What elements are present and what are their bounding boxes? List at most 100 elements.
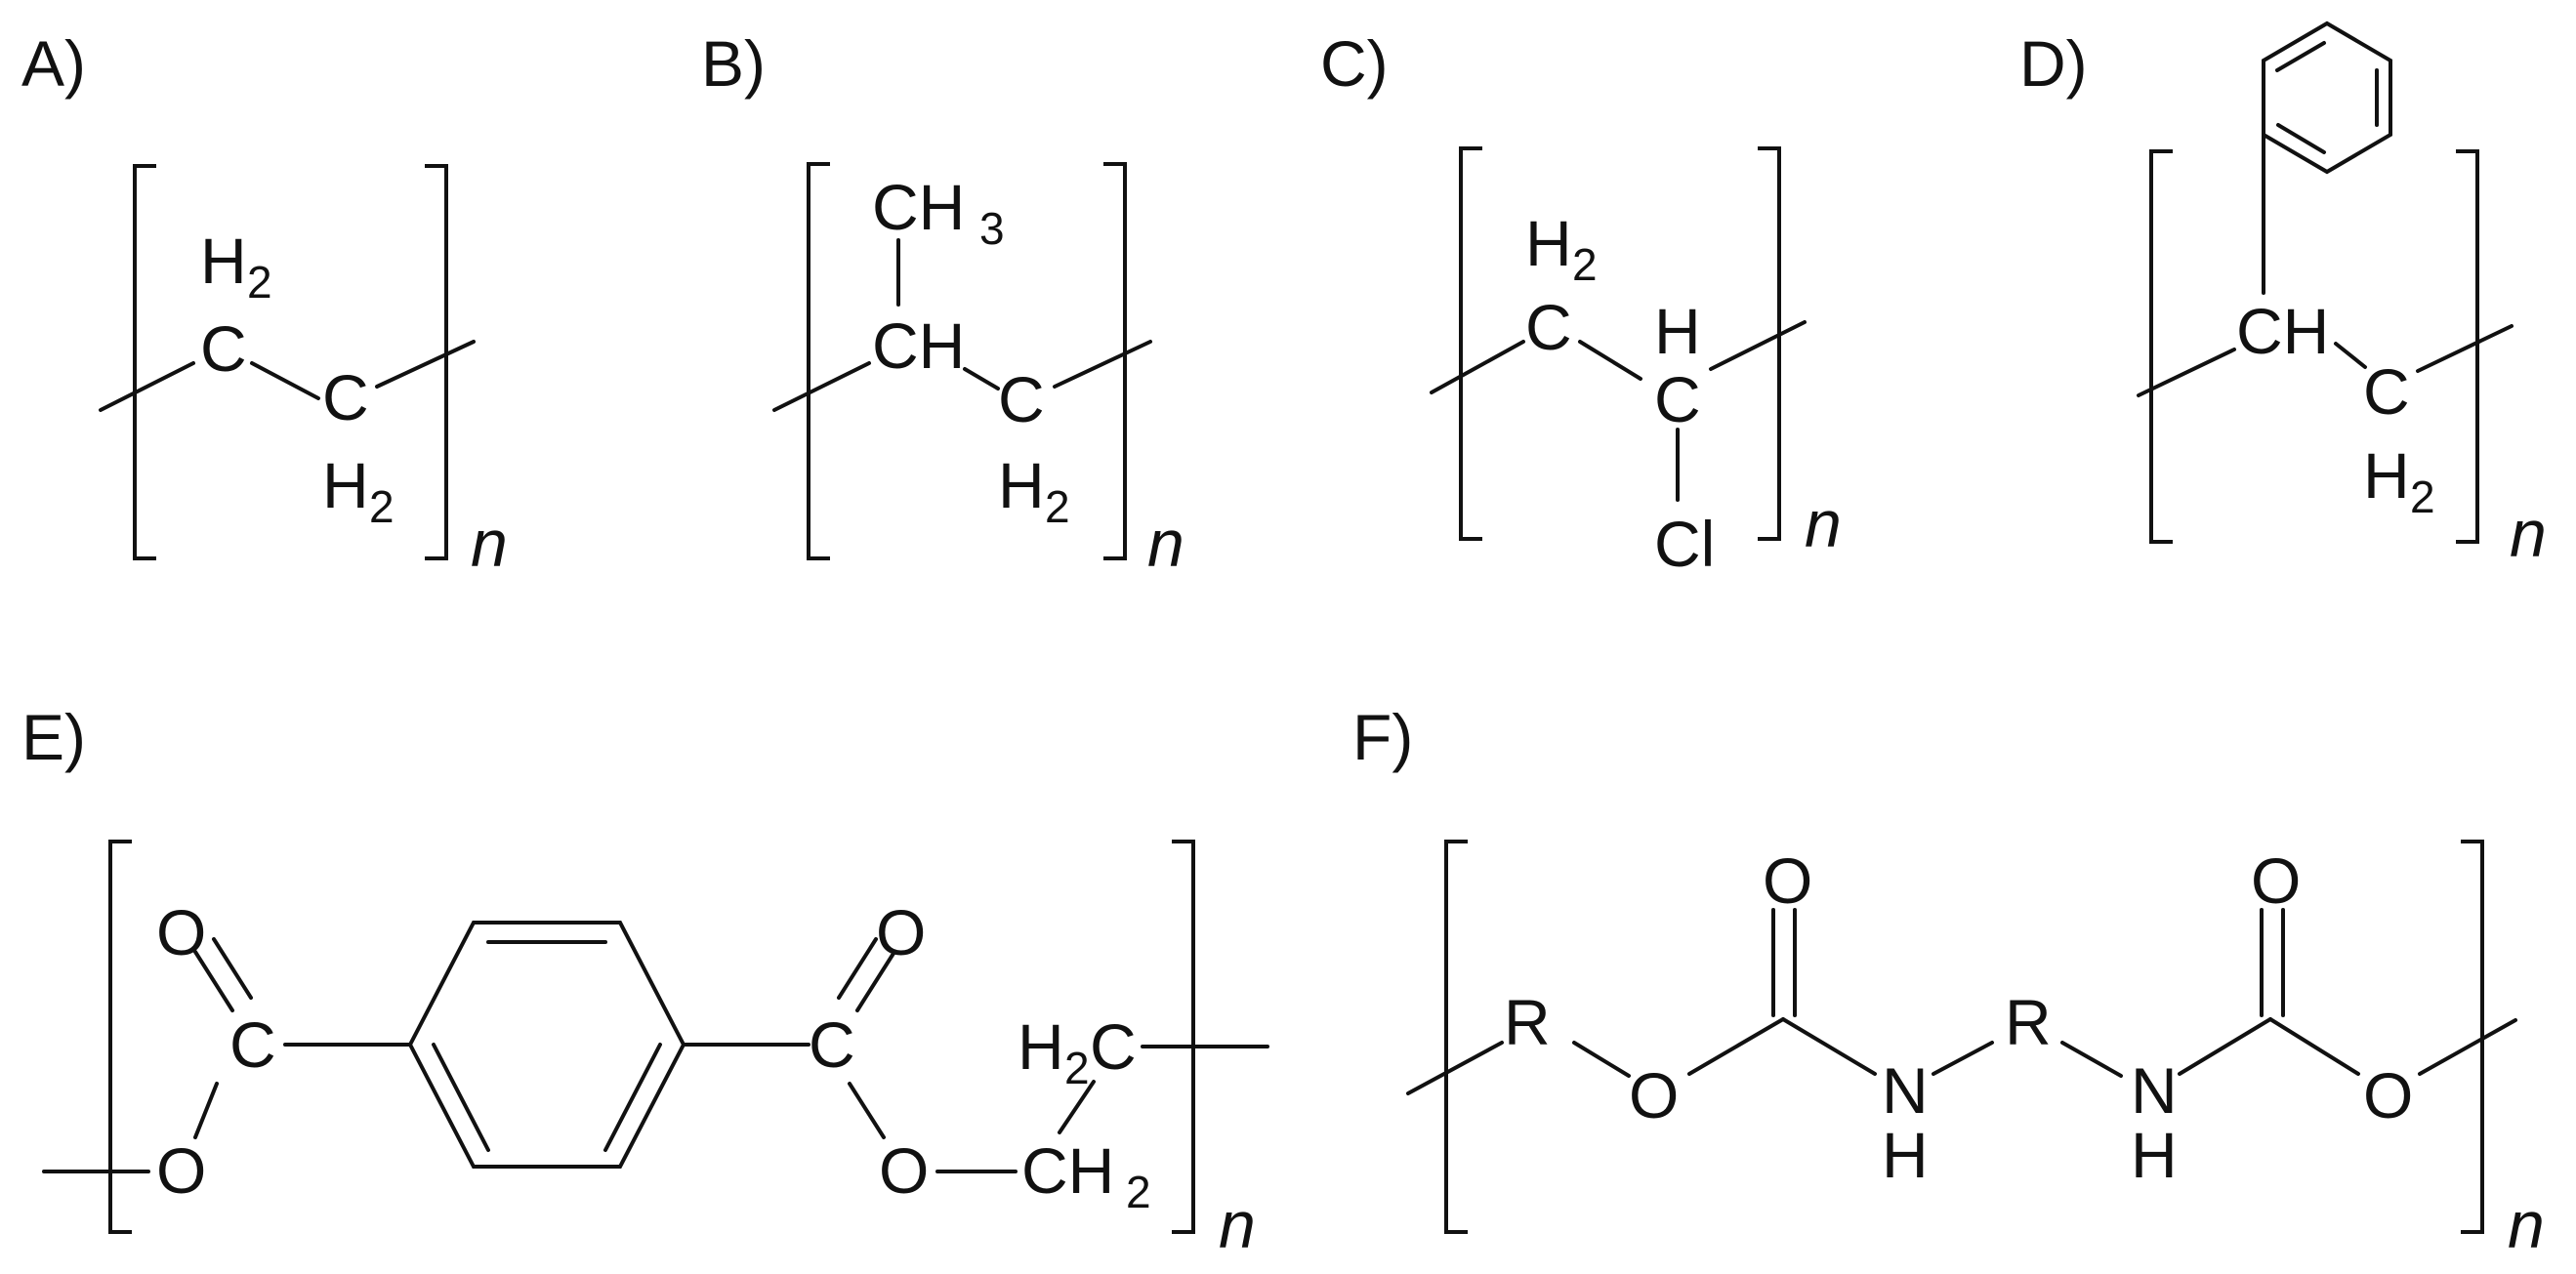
atom-h: H	[1018, 1010, 1064, 1083]
atom-h: H	[322, 449, 369, 521]
panel-a-label: A)	[21, 27, 86, 100]
bond	[2418, 1018, 2517, 1076]
bond	[2178, 1017, 2272, 1076]
bracket-right	[1758, 146, 1781, 541]
ring-double-bond	[432, 1043, 490, 1152]
panel-c-label: C)	[1320, 27, 1389, 100]
atom-ch: CH	[1021, 1134, 1114, 1207]
bond	[848, 1082, 886, 1139]
panel-d: D) CH C H 2 n	[2019, 21, 2547, 571]
double-bond	[855, 950, 896, 1012]
panel-c: C) C H 2 H C Cl n	[1320, 27, 1842, 580]
atom-h: H	[1882, 1119, 1929, 1191]
bond	[375, 340, 476, 389]
repeat-n: n	[2508, 1188, 2545, 1262]
atom-o: O	[2363, 1059, 2413, 1131]
panel-e-label: E)	[21, 701, 86, 773]
benzene-ring	[407, 921, 686, 1169]
atom-o: O	[1629, 1059, 1679, 1131]
ring-double-bond	[2276, 123, 2326, 154]
atom-c: C	[1525, 291, 1572, 363]
double-bond	[212, 937, 253, 1000]
bond	[2416, 324, 2514, 373]
atom-o: O	[876, 896, 926, 968]
subscript-2: 2	[1126, 1167, 1151, 1217]
bond	[1578, 340, 1642, 381]
bond	[1058, 1080, 1096, 1134]
atom-c: C	[809, 1008, 855, 1081]
bracket-left	[2149, 149, 2173, 544]
bond	[1572, 1041, 1631, 1078]
atom-c: C	[2363, 355, 2410, 428]
atom-c: C	[998, 363, 1045, 435]
atom-r: R	[2005, 986, 2052, 1058]
panel-a: A) C H 2 C H 2 n	[21, 27, 508, 581]
atom-h: H	[998, 449, 1045, 521]
atom-c: C	[200, 312, 247, 385]
atom-h: H	[2131, 1119, 2178, 1191]
panel-b-label: B)	[701, 27, 766, 100]
subscript-2: 2	[1572, 239, 1598, 290]
panel-e: E) O C O O C O H 2 C CH 2 n	[21, 701, 1269, 1262]
bracket-right	[2456, 149, 2479, 544]
benzene-ring	[2262, 21, 2392, 175]
panel-f: F) R O O N H R N H O O n	[1352, 701, 2545, 1262]
double-bond	[837, 937, 878, 1000]
atom-o: O	[2251, 844, 2301, 917]
bond	[772, 361, 871, 412]
subscript-2: 2	[247, 257, 272, 308]
atom-c: C	[229, 1008, 276, 1081]
atom-o: O	[1763, 844, 1812, 917]
panel-d-label: D)	[2019, 27, 2088, 100]
subscript-2: 2	[369, 481, 395, 532]
bracket-left	[108, 840, 132, 1234]
atom-o: O	[156, 896, 206, 968]
bracket-right	[2461, 840, 2484, 1234]
bracket-left	[807, 162, 830, 560]
bond	[2060, 1041, 2123, 1078]
atom-ch: CH	[2236, 295, 2329, 367]
bracket-right	[1103, 162, 1127, 560]
repeat-n: n	[1805, 487, 1842, 561]
panel-f-label: F)	[1352, 701, 1413, 773]
atom-h: H	[1525, 207, 1572, 279]
atom-cl: Cl	[1654, 508, 1715, 580]
bracket-left	[1459, 146, 1482, 541]
atom-o: O	[156, 1134, 206, 1207]
atom-n: N	[1882, 1054, 1929, 1127]
bond	[2268, 1017, 2360, 1076]
bond	[1406, 1041, 1504, 1095]
atom-c: C	[1654, 363, 1701, 435]
bond	[1709, 320, 1807, 371]
repeat-n: n	[471, 507, 508, 581]
repeat-n: n	[1219, 1188, 1256, 1262]
bond	[1430, 340, 1525, 394]
subscript-2: 2	[2410, 472, 2435, 522]
bond	[1687, 1017, 1785, 1076]
atom-c: C	[322, 361, 369, 433]
subscript-2: 2	[1064, 1043, 1090, 1093]
atom-r: R	[1504, 986, 1551, 1058]
subscript-3: 3	[979, 203, 1005, 254]
ring-double-bond	[2275, 41, 2326, 72]
bracket-right	[425, 164, 448, 560]
bond	[193, 1082, 219, 1139]
double-bond	[193, 950, 234, 1012]
bond	[99, 361, 195, 412]
panel-b: B) CH 3 CH C H 2 n	[701, 27, 1184, 581]
bracket-left	[133, 164, 156, 560]
atom-o: O	[879, 1134, 929, 1207]
repeat-n: n	[2510, 497, 2547, 571]
ring-double-bond	[603, 1043, 662, 1152]
atom-n: N	[2131, 1054, 2178, 1127]
bond	[1053, 340, 1152, 389]
bracket-left	[1444, 840, 1468, 1234]
atom-h: H	[200, 225, 247, 297]
bond	[250, 361, 320, 400]
atom-ch3: CH	[872, 171, 965, 243]
bond	[1781, 1017, 1877, 1076]
atom-h: H	[1654, 295, 1701, 367]
atom-ch: CH	[872, 309, 965, 382]
bond	[1932, 1041, 1994, 1076]
